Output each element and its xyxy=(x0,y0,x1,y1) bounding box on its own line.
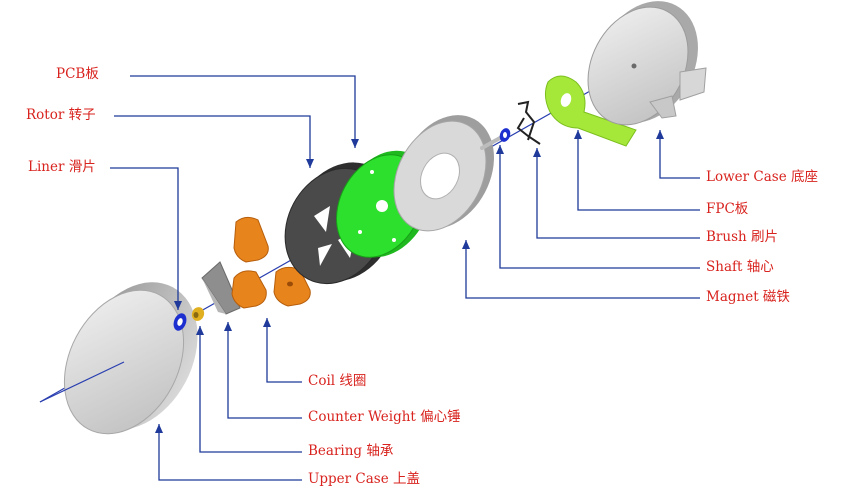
label-shaft: Shaft 轴心 xyxy=(706,259,774,275)
leader-lower-case xyxy=(656,130,700,179)
leader-counter-weight xyxy=(224,322,302,419)
leader-liner xyxy=(110,167,182,310)
label-liner: Liner 滑片 xyxy=(28,159,96,175)
leader-bearing xyxy=(196,326,302,453)
counter-weight-part xyxy=(201,261,241,315)
leader-fpc xyxy=(574,130,700,211)
brush-part xyxy=(516,100,541,145)
magnet-part xyxy=(393,115,494,232)
leader-shaft xyxy=(496,145,700,269)
leader-brush xyxy=(533,148,700,239)
lower-case-part xyxy=(587,1,707,126)
liner-part xyxy=(173,313,187,331)
label-bearing: Bearing 轴承 xyxy=(308,443,394,459)
leader-pcb xyxy=(130,75,359,148)
fpc-part xyxy=(544,75,637,147)
upper-case-part xyxy=(39,282,198,435)
label-counter-weight: Counter Weight 偏心锤 xyxy=(308,409,461,425)
shaft-part xyxy=(480,128,511,150)
bearing-part xyxy=(191,307,205,321)
leader-coil xyxy=(263,318,302,383)
label-magnet: Magnet 磁铁 xyxy=(706,289,790,305)
label-pcb: PCB板 xyxy=(56,66,99,82)
leader-upper-case xyxy=(155,424,302,481)
label-upper-case: Upper Case 上盖 xyxy=(308,471,420,487)
leader-rotor xyxy=(114,115,314,168)
label-coil: Coil 线圈 xyxy=(308,373,367,389)
label-rotor: Rotor 转子 xyxy=(26,107,96,123)
label-fpc: FPC板 xyxy=(706,201,749,217)
label-brush: Brush 刷片 xyxy=(706,229,778,245)
coil-parts xyxy=(231,216,311,309)
leader-magnet xyxy=(462,240,700,299)
leader-lines xyxy=(110,75,700,481)
label-lower-case: Lower Case 底座 xyxy=(706,169,818,185)
